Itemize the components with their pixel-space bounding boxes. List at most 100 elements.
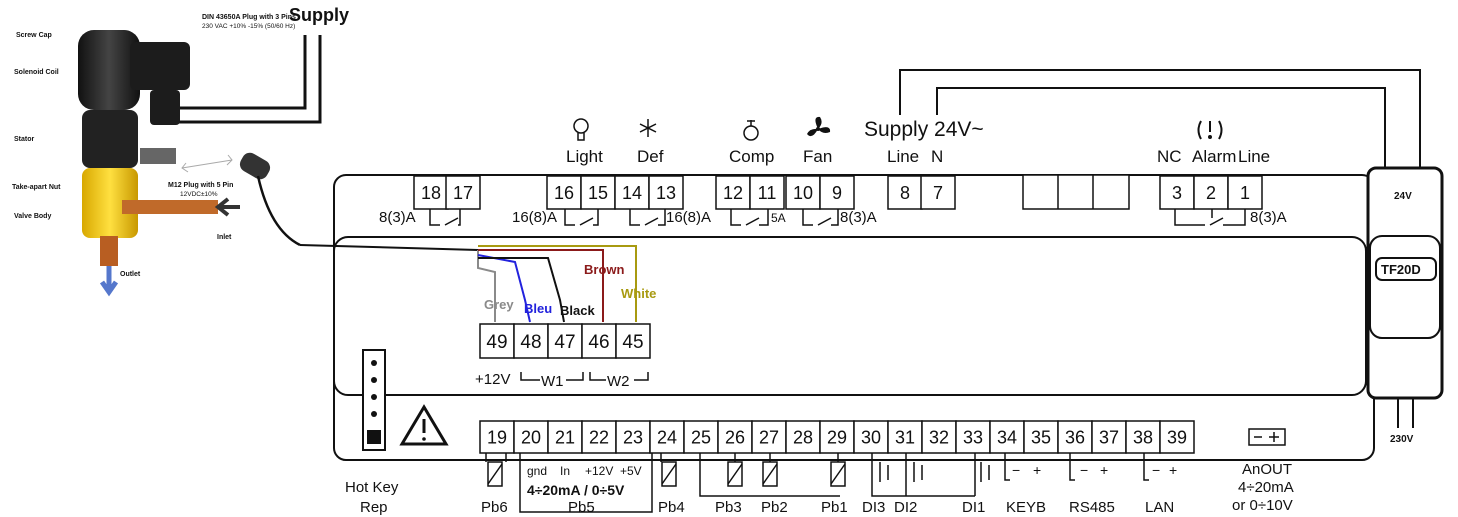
hot-key-port [362,349,386,451]
terminal-49: 49 [479,323,515,359]
terminal-24: 24 [649,420,685,454]
pb5-label: Pb5 [568,499,595,516]
terminal-9-number: 9 [832,183,842,203]
pb2-label: Pb2 [761,499,788,516]
terminal-31: 31 [887,420,923,454]
rating-10-9: 8(3)A [840,209,877,226]
rep-label: Rep [360,499,388,516]
terminal-32: 32 [921,420,957,454]
relay-contacts [429,209,1246,226]
terminal-3: 3 [1159,175,1195,210]
keyb-minus: − [1012,462,1020,478]
lan-plus: + [1169,462,1177,478]
w2-label: W2 [607,373,630,390]
def-label: Def [637,147,664,166]
terminal-28: 28 [785,420,821,454]
terminal-33: 33 [955,420,991,454]
terminal-45-number: 45 [622,332,643,353]
light-bulb-icon [573,118,589,141]
rs485-minus: − [1080,462,1088,478]
in-label: In [560,464,570,478]
terminal-38: 38 [1125,420,1161,454]
warning-icon [399,404,449,446]
terminal-19: 19 [479,420,515,454]
terminal-3-number: 3 [1172,183,1182,203]
terminal-31-number: 31 [895,427,915,447]
stator [82,110,138,168]
m12-cable [299,244,479,251]
terminal-28-number: 28 [793,427,813,447]
terminal-49-number: 49 [486,332,507,353]
terminal-15-number: 15 [588,183,608,203]
pb3-label: Pb3 [715,499,742,516]
terminal-30-number: 30 [861,427,881,447]
din-plug [130,42,190,90]
terminal-35-number: 35 [1031,427,1051,447]
line-label: Line [887,147,919,166]
terminal-11: 11 [749,175,785,210]
terminal-1-number: 1 [1240,183,1250,203]
wire-grey-label: Grey [484,297,514,312]
terminal-34-number: 34 [997,427,1017,447]
supply-wire-1 [158,35,307,110]
outlet-arrow [99,266,119,297]
terminal-21: 21 [547,420,583,454]
terminal-13: 13 [648,175,684,210]
terminal-25: 25 [683,420,719,454]
terminal-37-number: 37 [1099,427,1119,447]
solenoid-coil [78,30,140,110]
comp-label: Comp [729,147,774,166]
part-solenoid-coil: Solenoid Coil [14,69,59,76]
pb6-label: Pb6 [481,499,508,516]
rs485-label: RS485 [1069,499,1115,516]
terminal-1: 1 [1227,175,1263,210]
terminal-39-number: 39 [1167,427,1187,447]
terminal-36: 36 [1057,420,1093,454]
terminal-9: 9 [819,175,855,210]
di3-label: DI3 [862,499,885,516]
supply-n-wire [936,87,1386,168]
anout-range-2: or 0÷10V [1232,497,1293,514]
terminal-25-number: 25 [691,427,711,447]
terminal-46: 46 [581,323,617,359]
part-stator: Stator [14,136,35,143]
transformer-out-label: 230V [1390,434,1414,445]
terminal-12: 12 [715,175,751,210]
terminal-24-number: 24 [657,427,677,447]
plug-label: DIN 43650A Plug with 3 Pins [202,14,296,21]
rating-16-15: 16(8)A [512,209,557,226]
supply-line-wire [899,69,1421,168]
terminal-27-number: 27 [759,427,779,447]
terminal-22-number: 22 [589,427,609,447]
terminal-17: 17 [445,175,481,210]
terminal-20: 20 [513,420,549,454]
m12-spec: 12VDC±10% [180,191,218,198]
snowflake-icon [639,119,657,137]
nc-label: NC [1157,147,1182,166]
p12-label: +12V [585,464,613,478]
terminal-20-number: 20 [521,427,541,447]
lan-label: LAN [1145,499,1174,516]
terminal-47: 47 [547,323,583,359]
terminal-2-number: 2 [1206,183,1216,203]
pb4-label: Pb4 [658,499,685,516]
terminal-34: 34 [989,420,1025,454]
transformer-name: TF20D [1381,262,1421,277]
terminal-47-number: 47 [554,332,575,353]
rating-14-13: 16(8)A [666,209,711,226]
part-screw-cap: Screw Cap [16,32,52,39]
alarm-label: Alarm [1192,147,1236,166]
terminal-16: 16 [546,175,582,210]
inlet-label: Inlet [217,234,232,241]
keyb-plus: + [1033,462,1041,478]
terminal-35: 35 [1023,420,1059,454]
wire-brown-label: Brown [584,262,625,277]
rating-12-11: 5A [771,211,786,225]
terminal-11-number: 11 [758,183,777,203]
p5-label: +5V [620,464,642,478]
terminal-8-number: 8 [900,183,910,203]
compressor-icon [743,120,759,141]
solenoid-valve [78,30,322,297]
rs485-plus: + [1100,462,1108,478]
